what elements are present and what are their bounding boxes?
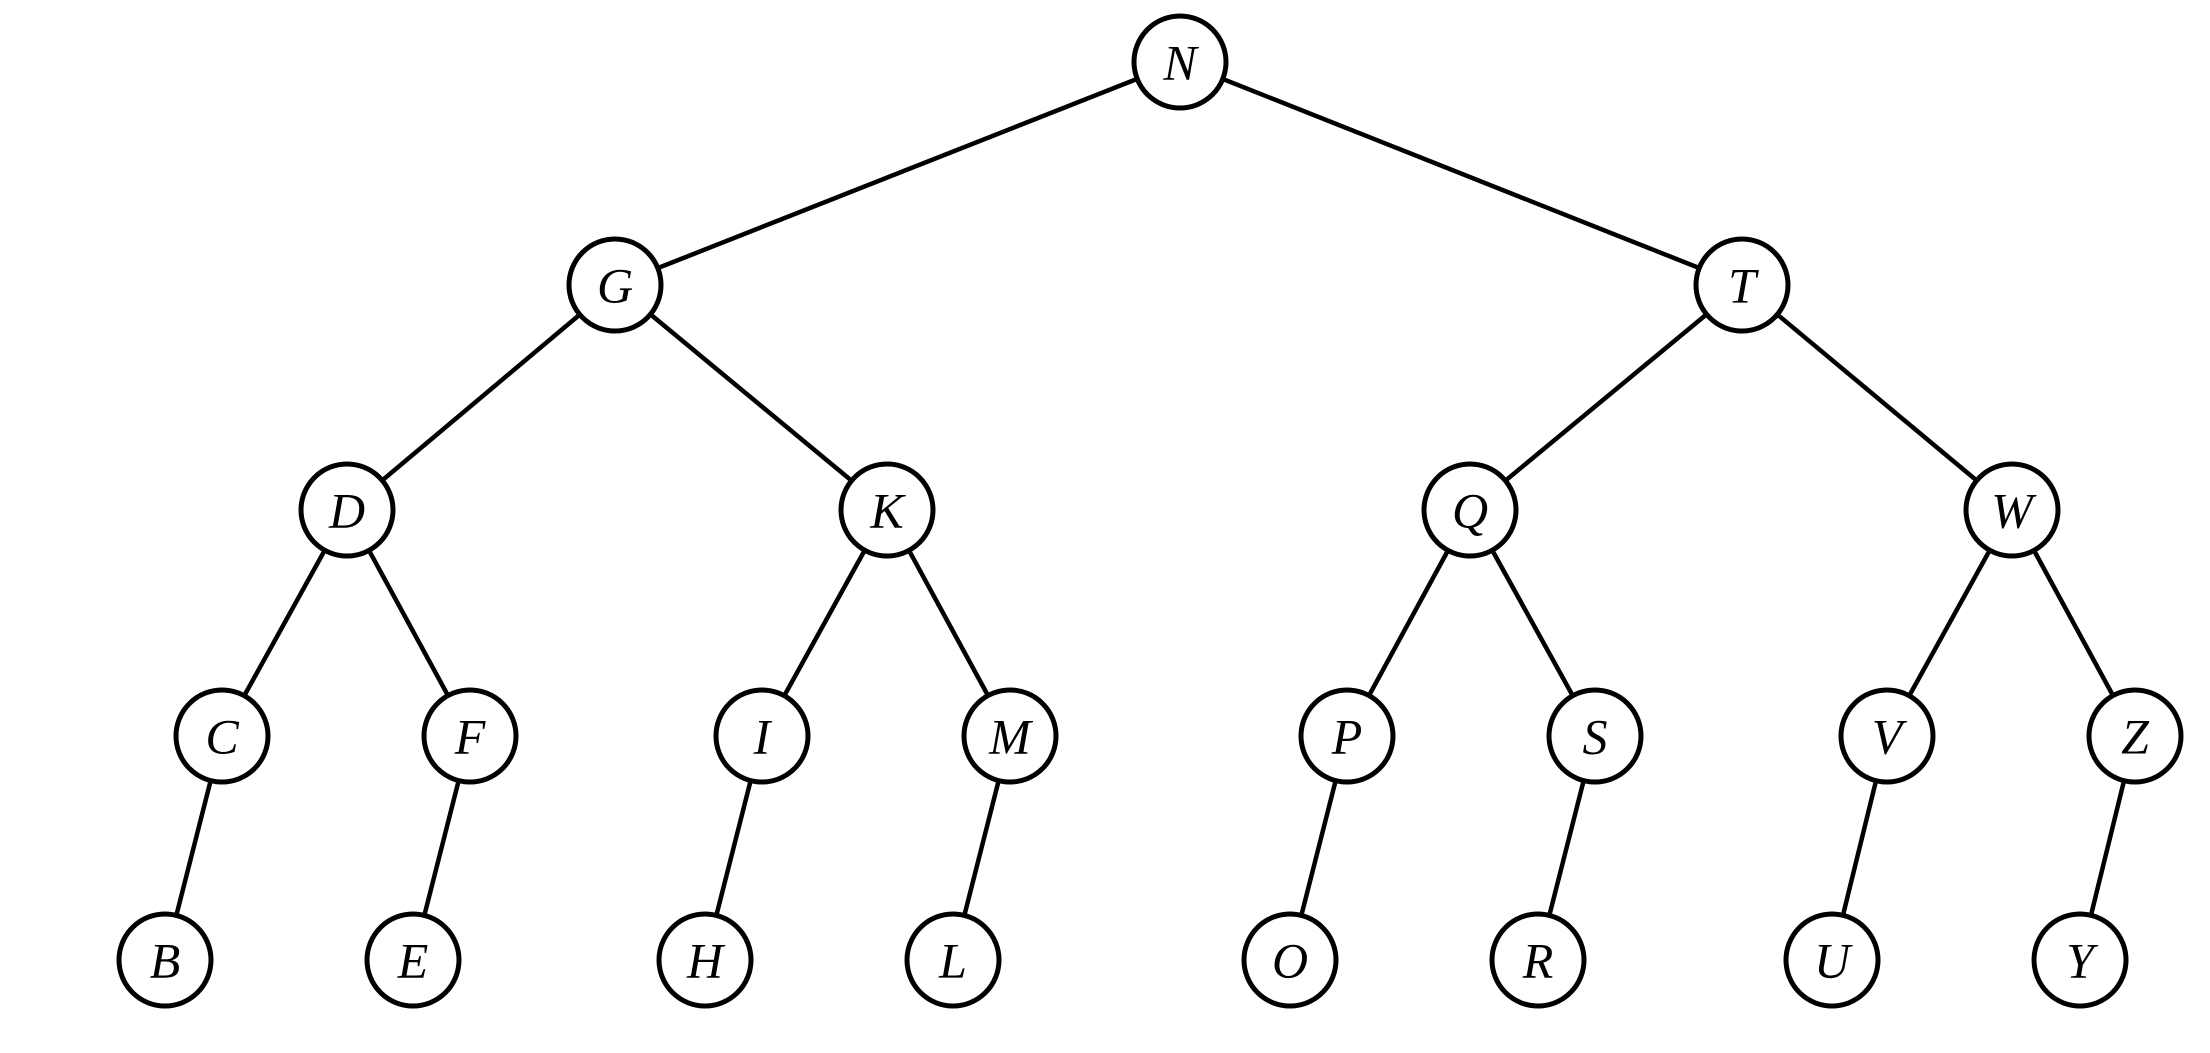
tree-edge-N-T	[1179, 59, 1743, 288]
tree-node-circle	[421, 687, 519, 785]
tree-node-U: U	[1783, 911, 1881, 1009]
tree-node-circle	[961, 687, 1059, 785]
tree-node-label: O	[1272, 932, 1308, 988]
tree-node-label: M	[988, 708, 1033, 764]
tree-node-label: W	[1991, 482, 2037, 538]
tree-node-label: Z	[2121, 708, 2150, 764]
tree-edge-G-D	[345, 283, 617, 512]
tree-node-circle	[1241, 911, 1339, 1009]
tree-node-E: E	[364, 911, 462, 1009]
tree-node-circle	[566, 236, 664, 334]
tree-node-circle	[1131, 13, 1229, 111]
tree-node-N: N	[1131, 13, 1229, 111]
tree-node-O: O	[1241, 911, 1339, 1009]
tree-node-T: T	[1693, 236, 1791, 334]
tree-node-G: G	[566, 236, 664, 334]
tree-node-label: F	[454, 708, 486, 764]
tree-node-label: E	[397, 932, 429, 988]
tree-node-C: C	[173, 687, 271, 785]
tree-edge-N-G	[614, 59, 1181, 288]
tree-node-label: D	[328, 482, 365, 538]
tree-node-label: C	[205, 708, 239, 764]
tree-node-circle	[1546, 687, 1644, 785]
tree-node-K: K	[838, 461, 936, 559]
tree-node-D: D	[298, 461, 396, 559]
tree-node-label: P	[1331, 708, 1363, 764]
tree-node-label: U	[1814, 932, 1853, 988]
tree-node-circle	[1963, 461, 2061, 559]
tree-node-Z: Z	[2086, 687, 2184, 785]
tree-node-label: S	[1583, 708, 1608, 764]
tree-node-W: W	[1963, 461, 2061, 559]
tree-node-label: Q	[1452, 482, 1488, 538]
tree-node-label: N	[1162, 34, 1199, 90]
tree-node-L: L	[904, 911, 1002, 1009]
tree-node-label: G	[597, 257, 633, 313]
tree-node-label: R	[1522, 932, 1554, 988]
tree-node-H: H	[656, 911, 754, 1009]
tree-node-label: V	[1872, 708, 1908, 764]
tree-node-R: R	[1489, 911, 1587, 1009]
tree-node-label: B	[150, 932, 181, 988]
tree-node-circle	[116, 911, 214, 1009]
tree-node-circle	[1489, 911, 1587, 1009]
tree-node-S: S	[1546, 687, 1644, 785]
tree-edge-T-Q	[1468, 283, 1744, 512]
tree-node-circle	[2031, 911, 2129, 1009]
tree-edges	[162, 59, 2138, 961]
tree-node-Q: Q	[1421, 461, 1519, 559]
tree-node-label: H	[686, 932, 726, 988]
tree-node-label: T	[1728, 257, 1759, 313]
tree-node-circle	[838, 461, 936, 559]
tree-edge-T-W	[1740, 283, 2014, 512]
tree-node-circle	[904, 911, 1002, 1009]
tree-node-label: I	[753, 708, 773, 764]
tree-node-circle	[298, 461, 396, 559]
tree-node-label: Y	[2066, 932, 2099, 988]
tree-nodes: N G T D K Q W C F I M P S V Z B E H L O R U Y	[116, 13, 2184, 1009]
tree-node-circle	[173, 687, 271, 785]
tree-node-F: F	[421, 687, 519, 785]
tree-node-label: L	[938, 932, 967, 988]
tree-node-Y: Y	[2031, 911, 2129, 1009]
tree-node-P: P	[1298, 687, 1396, 785]
tree-edge-G-K	[613, 283, 889, 512]
tree-node-I: I	[713, 687, 811, 785]
tree-node-circle	[713, 687, 811, 785]
tree-node-circle	[1783, 911, 1881, 1009]
tree-node-circle	[1421, 461, 1519, 559]
tree-node-B: B	[116, 911, 214, 1009]
tree-node-M: M	[961, 687, 1059, 785]
tree-node-circle	[364, 911, 462, 1009]
tree-node-circle	[1693, 236, 1791, 334]
tree-node-circle	[2086, 687, 2184, 785]
tree-node-circle	[656, 911, 754, 1009]
tree-node-circle	[1838, 687, 1936, 785]
tree-node-circle	[1298, 687, 1396, 785]
tree-node-label: K	[869, 482, 906, 538]
tree-node-V: V	[1838, 687, 1936, 785]
